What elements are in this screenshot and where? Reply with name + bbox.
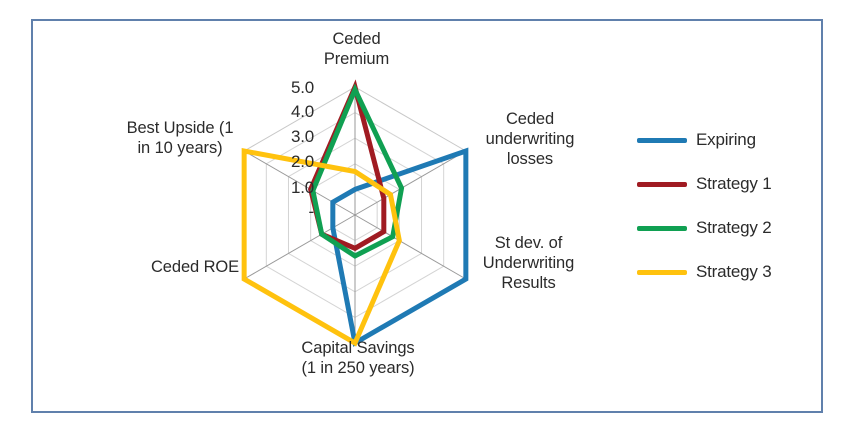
axis-spoke	[243, 150, 356, 216]
radial-tick-label: 1.0	[290, 178, 314, 197]
axis-spoke	[243, 214, 356, 280]
legend-color-swatch	[637, 181, 687, 187]
legend-color-swatch	[637, 225, 687, 231]
radial-tick-label: 4.0	[290, 102, 314, 121]
legend-item[interactable]: Strategy 3	[637, 250, 817, 294]
axis-spoke	[354, 214, 467, 280]
series-polygon	[241, 147, 402, 347]
legend-label: Expiring	[696, 130, 756, 149]
legend-item[interactable]: Expiring	[637, 118, 817, 162]
radial-tick-label: 3.0	[290, 127, 314, 146]
radial-tick-label: -	[308, 202, 315, 221]
legend-color-swatch	[637, 269, 687, 275]
legend-label: Strategy 1	[696, 174, 772, 193]
radial-tick-label: 2.0	[290, 152, 314, 171]
legend-label: Strategy 2	[696, 218, 772, 237]
axis-spoke	[354, 150, 467, 216]
radar-series	[241, 79, 469, 347]
chart-frame	[31, 19, 823, 413]
axis-category-label: Capital Savings (1 in 250 years)	[301, 339, 415, 377]
axis-category-label: Best Upside (1 in 10 years)	[126, 119, 234, 157]
series-polygon	[310, 83, 405, 259]
series-polygon	[308, 79, 387, 252]
legend-item[interactable]: Strategy 2	[637, 206, 817, 250]
legend-label: Strategy 3	[696, 262, 772, 281]
axis-category-label: St dev. of Underwriting Results	[482, 234, 575, 292]
axis-category-label: Ceded ROE	[150, 258, 240, 276]
axis-category-label: Ceded underwriting losses	[485, 110, 575, 168]
axis-category-label: Ceded Premium	[323, 30, 390, 68]
legend-color-swatch	[637, 137, 687, 143]
legend-item[interactable]: Strategy 1	[637, 162, 817, 206]
radar-spokes	[243, 87, 467, 343]
radial-tick-label: 5.0	[290, 78, 314, 97]
